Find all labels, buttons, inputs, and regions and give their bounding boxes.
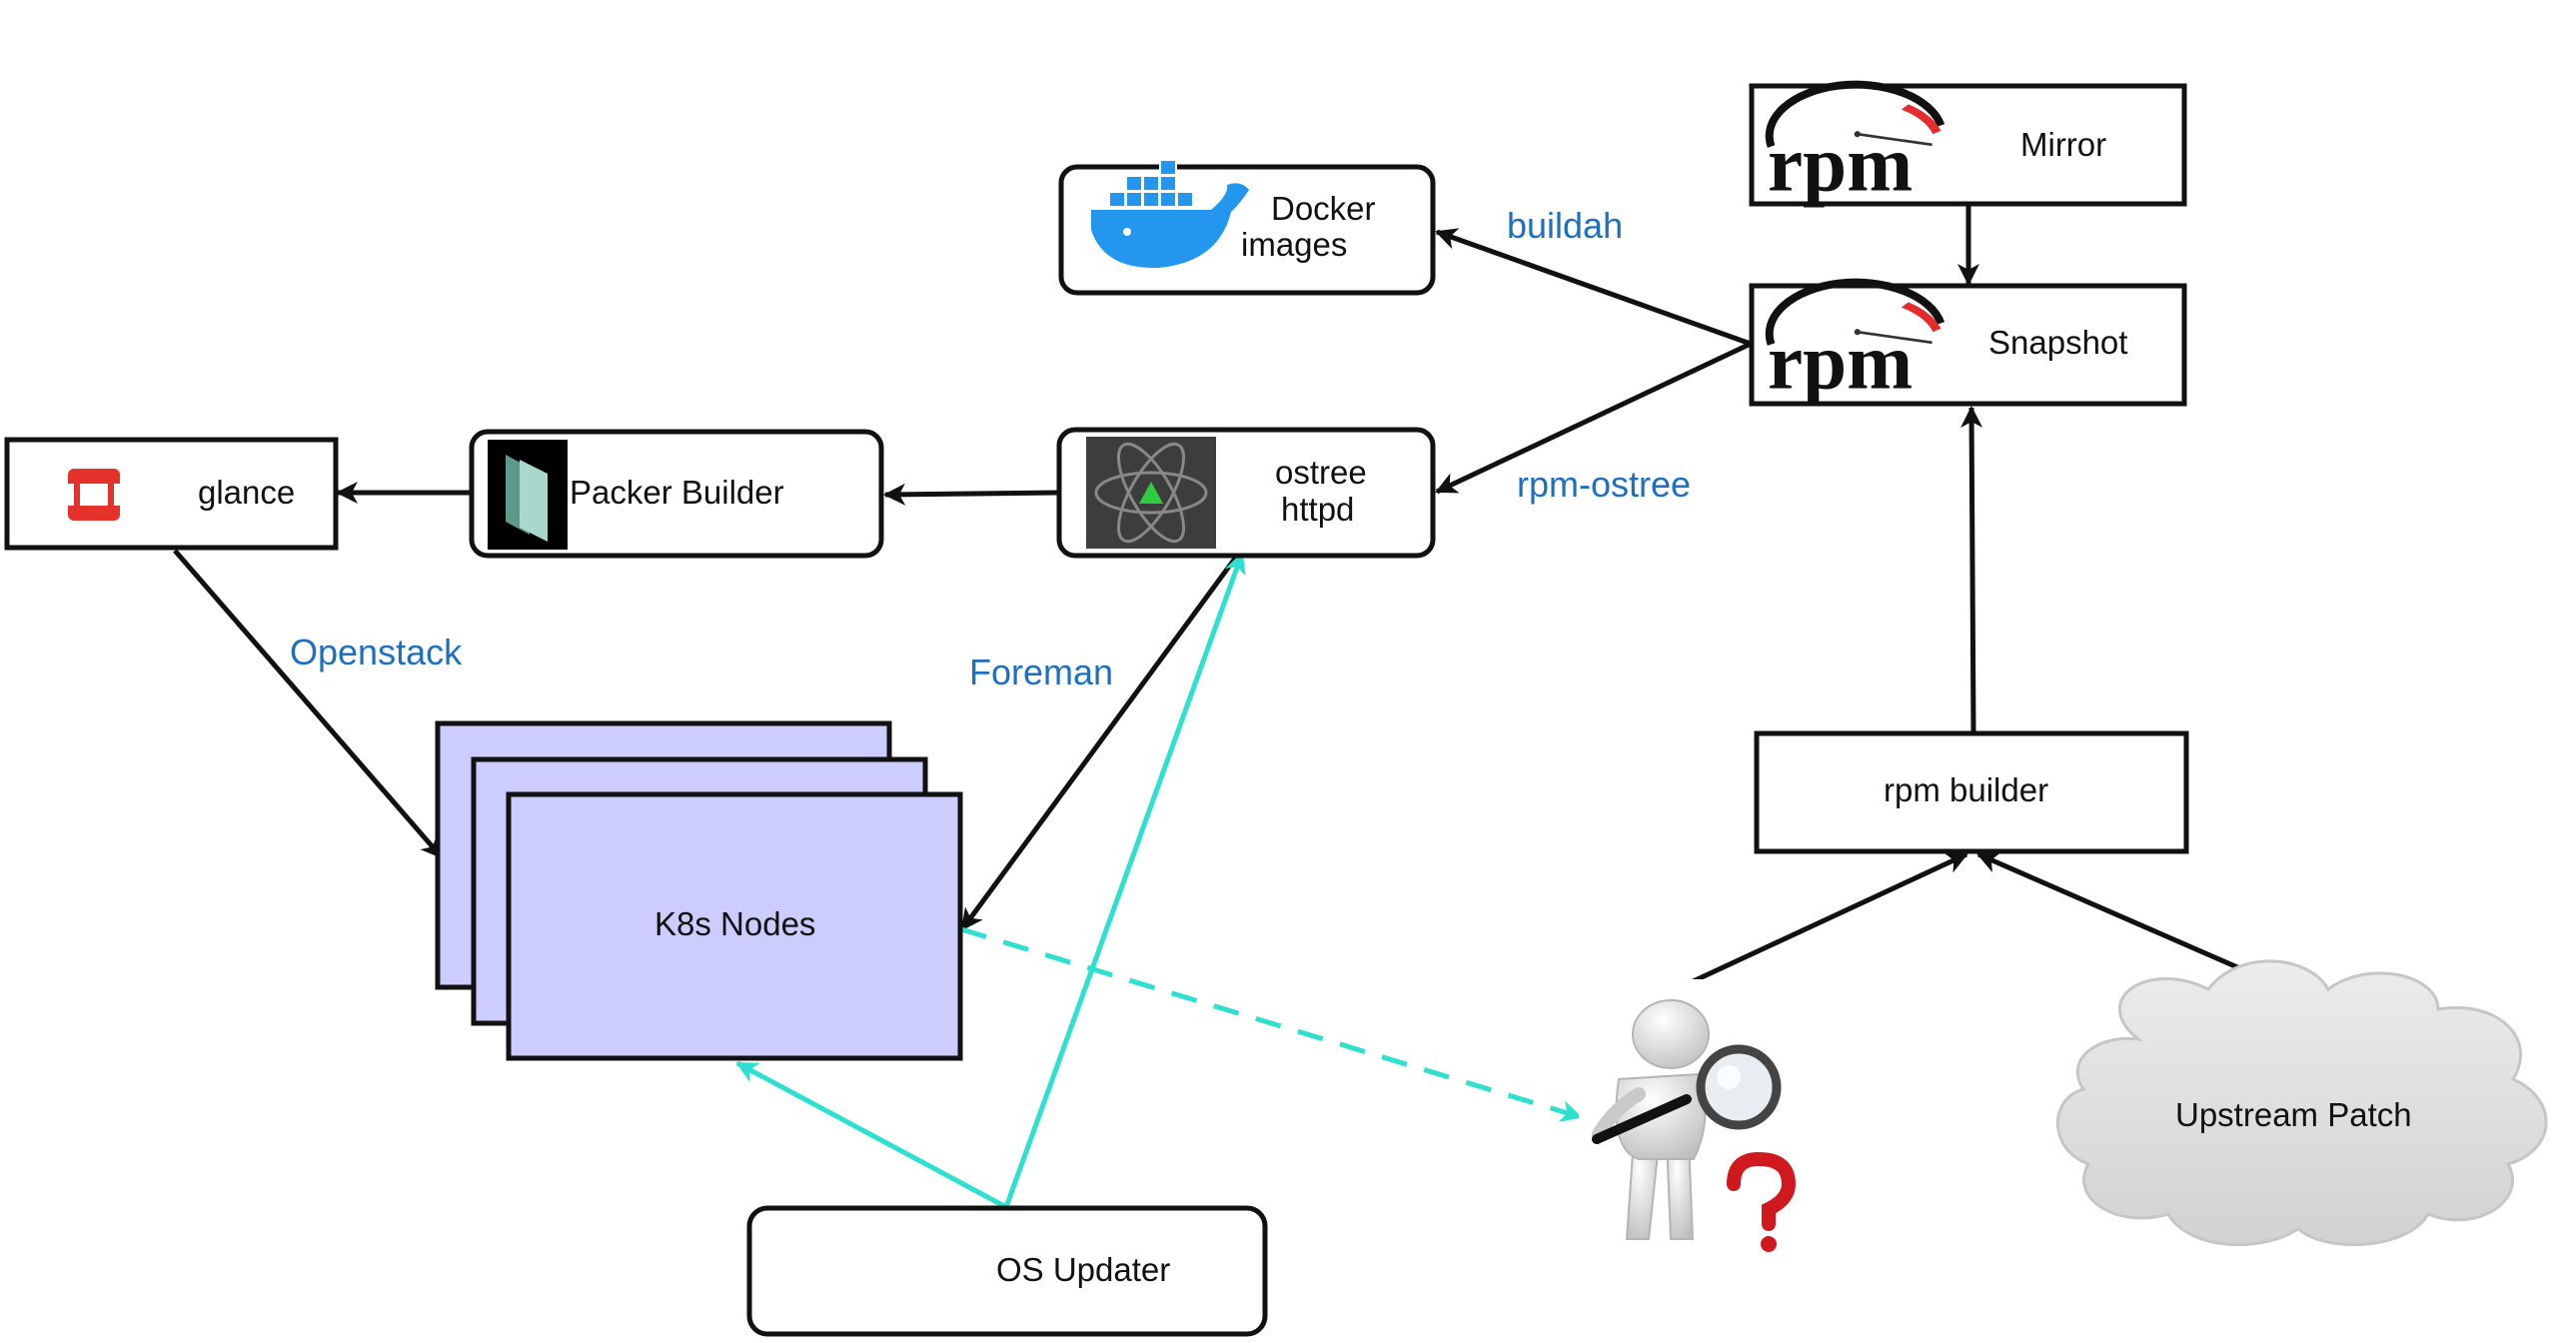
openstack-icon — [68, 469, 120, 521]
node-ostree-httpd: ostree httpd — [1056, 427, 1436, 559]
node-snapshot: Snapshot — [1749, 283, 2187, 407]
edge-label-buildah: buildah — [1507, 205, 1623, 246]
edge-ostree-k8s — [959, 554, 1240, 931]
edge-ostree-packer — [883, 483, 1058, 506]
edge-snapshot-docker — [1435, 228, 1752, 347]
edge-snapshot-ostree — [1435, 341, 1753, 495]
atom-icon — [1086, 437, 1216, 549]
upstream-label: Upstream Patch — [2175, 1096, 2412, 1133]
packer-label: Packer Builder — [570, 474, 784, 511]
edge-updater-k8s — [735, 1060, 1008, 1210]
docker-whale-icon — [1091, 159, 1249, 269]
cloud-icon — [2055, 959, 2548, 1247]
node-docker-images: Docker images — [1058, 159, 1436, 296]
edge-glance-k8s — [173, 549, 444, 859]
edge-labels: buildah rpm-ostree Openstack Foreman — [290, 205, 1691, 692]
node-rpm-builder: rpm builder — [1754, 730, 2189, 854]
node-upstream-patch: Upstream Patch — [2055, 959, 2548, 1247]
glance-label: glance — [198, 474, 295, 511]
edge-updater-ostree — [1003, 552, 1246, 1208]
os-updater-label: OS Updater — [996, 1251, 1170, 1288]
packer-icon — [488, 440, 568, 550]
ostree-label-line2: httpd — [1281, 491, 1354, 528]
edge-rpmbuilder-snapshot — [1960, 406, 1983, 732]
node-os-updater: OS Updater — [746, 1205, 1268, 1337]
question-mark-icon — [1727, 1151, 1797, 1252]
mirror-label: Mirror — [2020, 126, 2106, 163]
docker-label-line1: Docker — [1271, 190, 1376, 227]
edge-k8s-person — [960, 926, 1583, 1122]
docker-label-line2: images — [1241, 226, 1347, 263]
edge-person-rpmbuilder — [1685, 851, 1968, 987]
ostree-label-line1: ostree — [1275, 454, 1367, 491]
node-k8s-nodes: K8s Nodes — [435, 720, 963, 1061]
rpm-builder-label: rpm builder — [1884, 771, 2048, 808]
edge-label-foreman: Foreman — [969, 652, 1113, 692]
magnifier-person-icon — [1579, 979, 1797, 1252]
snapshot-label: Snapshot — [1988, 324, 2127, 361]
k8s-label: K8s Nodes — [654, 905, 815, 942]
node-packer-builder: Packer Builder — [469, 429, 884, 559]
edges — [173, 204, 2323, 1210]
edge-label-openstack: Openstack — [290, 632, 463, 672]
edge-label-rpm-ostree: rpm-ostree — [1517, 464, 1691, 505]
node-glance: glance — [4, 437, 339, 551]
node-mirror: Mirror — [1749, 85, 2187, 209]
